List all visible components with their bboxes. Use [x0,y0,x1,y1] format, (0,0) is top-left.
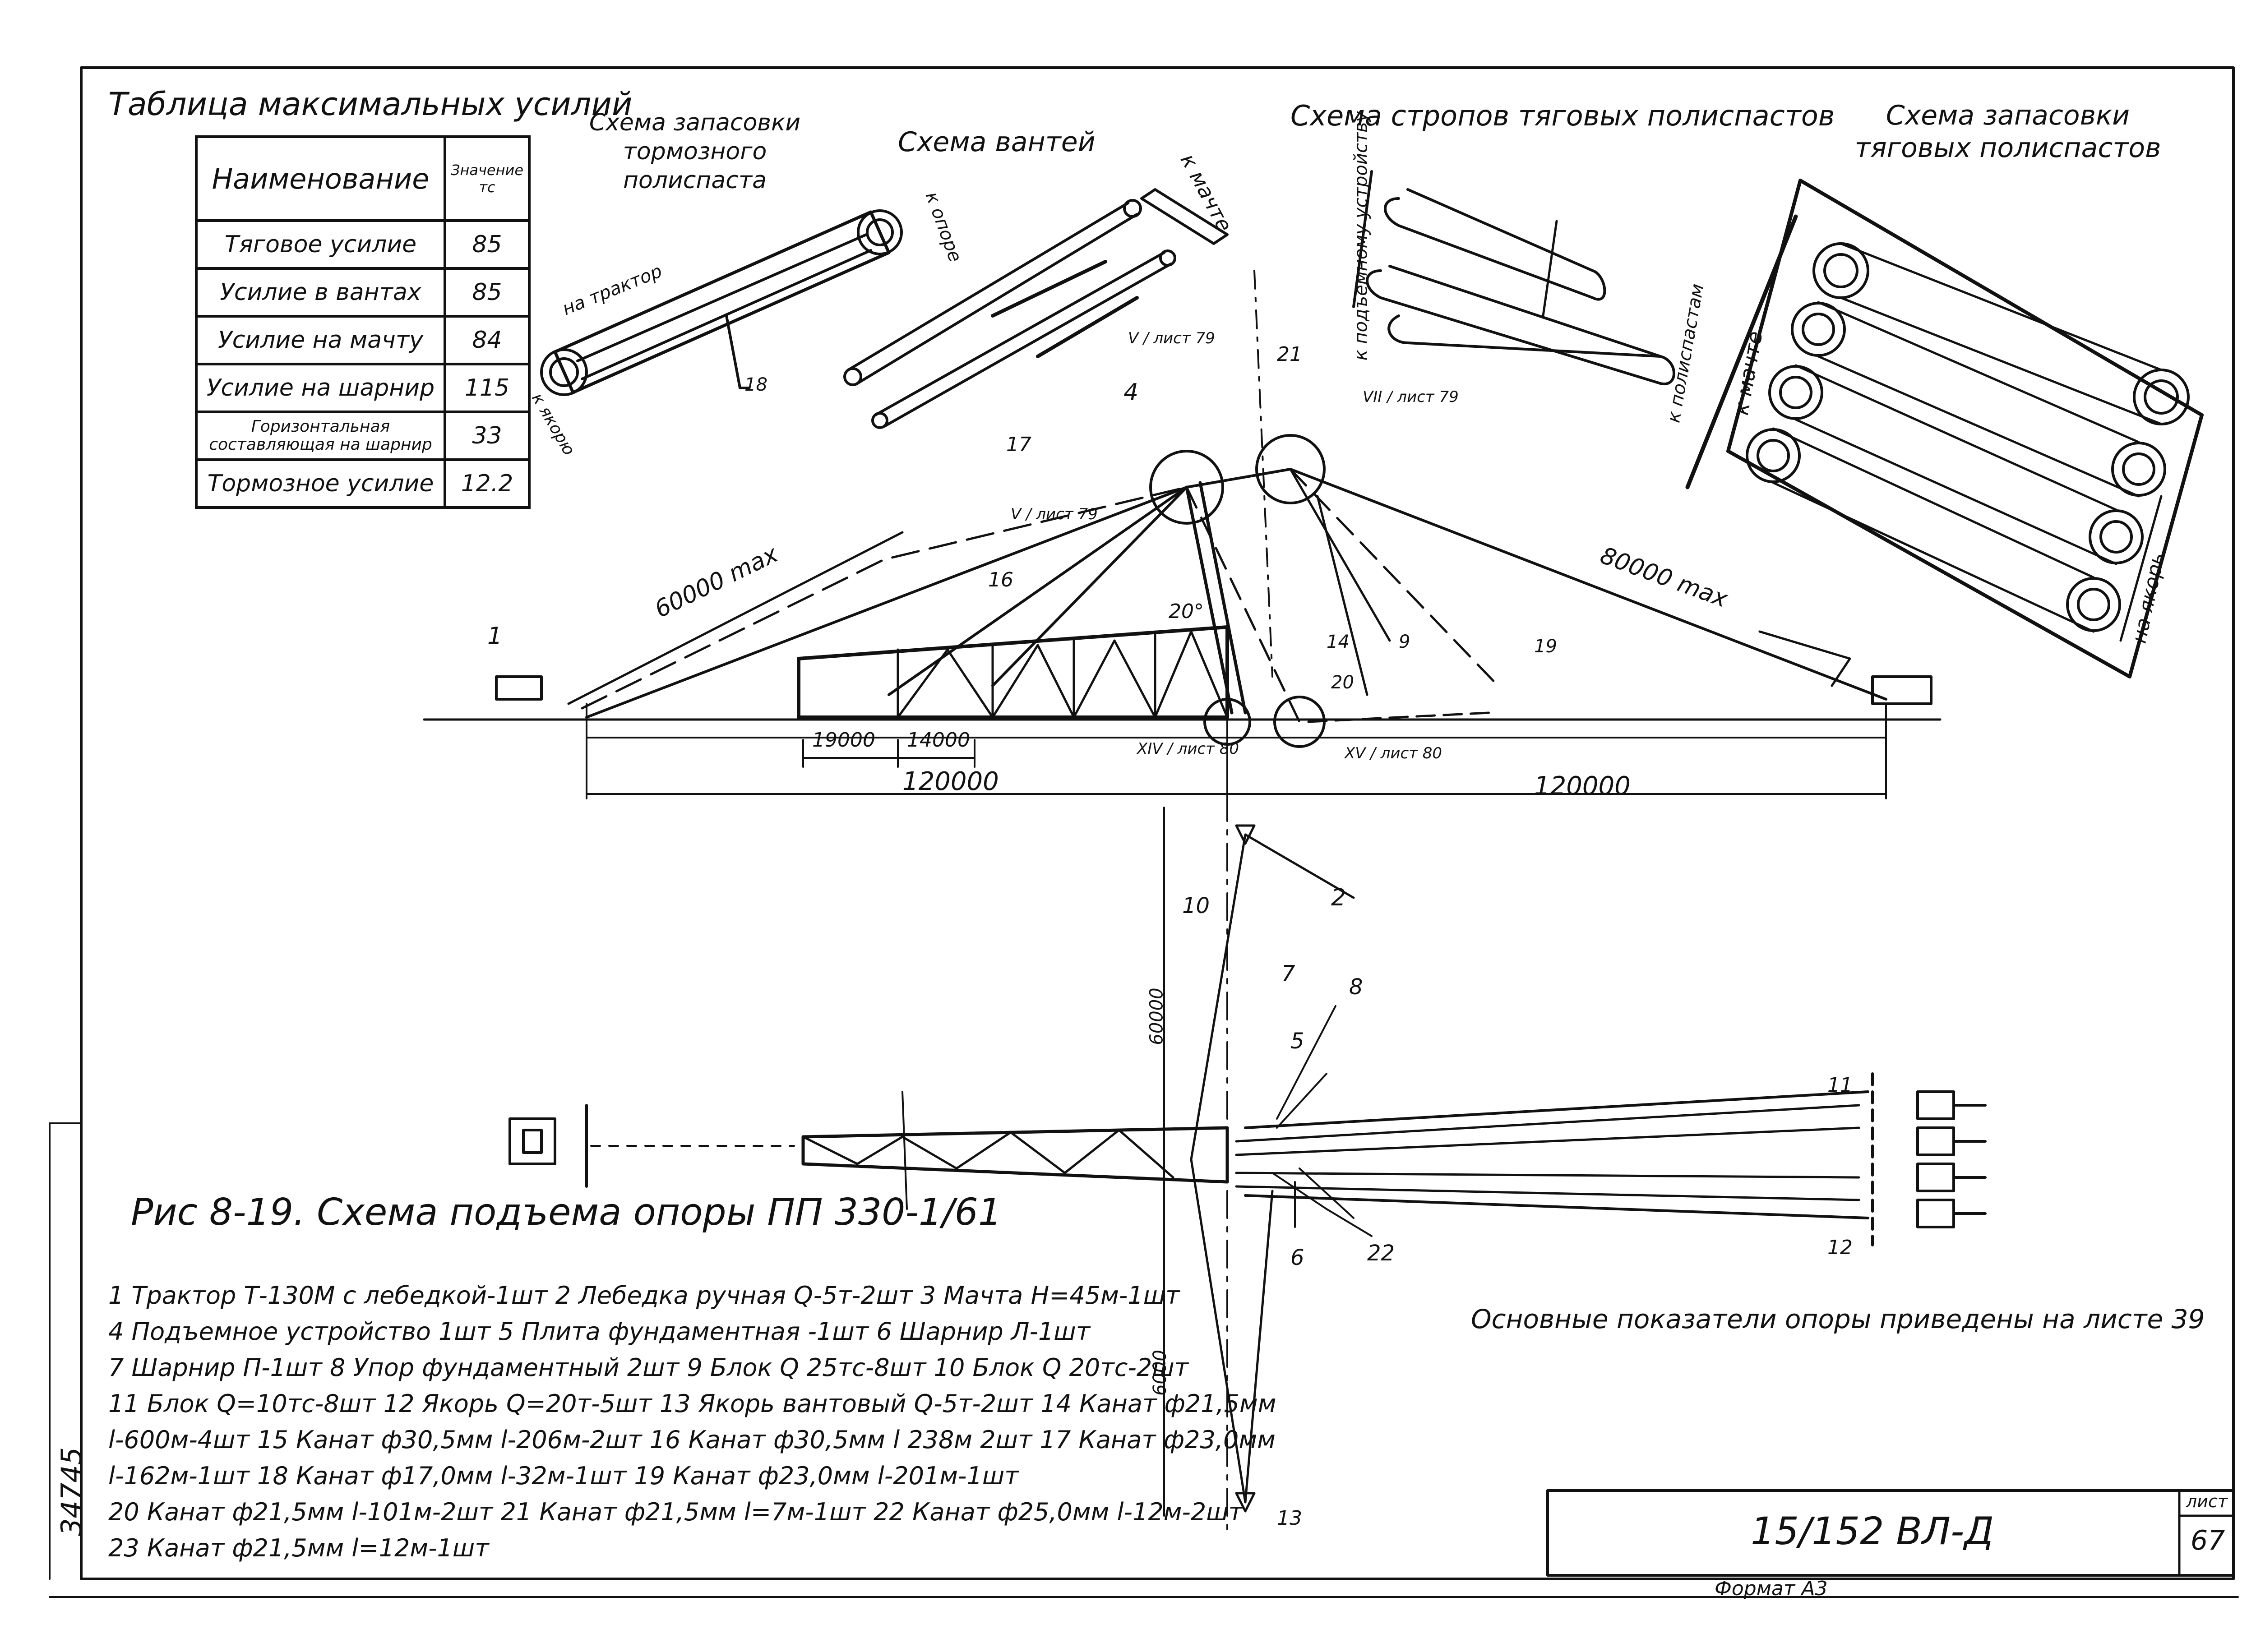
row-name: Тяговое усилие [195,219,446,270]
angle-20: 20° [1169,600,1204,623]
side-archive-number: 34745 [55,1447,88,1537]
brake-polyspast-scheme [540,209,903,396]
item-number-19: 19 [1534,636,1557,657]
side-stamp-box [49,1122,82,1580]
table-row: Горизонтальная составляющая на шарнир 33 [195,411,531,461]
item-number-4: 4 [1123,379,1139,406]
row-name: Тормозное усилие [195,458,446,509]
notes-line-4: 11 Блок Q=10тс-8шт 12 Якорь Q=20т-5шт 13… [108,1389,1276,1418]
scheme-title-guys: Схема вантей [898,126,1096,158]
figure-caption: Рис 8-19. Схема подъема опоры ПП 330-1/6… [131,1191,1002,1234]
scheme-title-reeving: Схема запасовки тяговых полиспастов [1854,100,2161,164]
table-row: Усилие на шарнир 115 [195,363,531,413]
row-name: Усилие на шарнир [195,363,446,413]
notes-line-2: 4 Подъемное устройство 1шт 5 Плита фунда… [108,1317,1091,1346]
item-number-11: 11 [1827,1074,1853,1097]
notes-line-6: l-162м-1шт 18 Канат ф17,0мм l-32м-1шт 19… [108,1462,1019,1490]
item-number-7: 7 [1281,961,1295,986]
item-number-18: 18 [744,374,767,395]
callout-sheet-vii: VII / лист 79 [1363,388,1459,406]
notes-line-3: 7 Шарнир П-1шт 8 Упор фундаментный 2шт 9… [108,1353,1189,1382]
item-number-6: 6 [1290,1245,1304,1270]
row-value: 85 [443,267,531,318]
dim-14000: 14000 [907,729,970,752]
callout-sheet-xiv: XIV / лист 80 [1137,740,1239,758]
label-to-lifting-device: к подъемному устройству [1350,111,1372,361]
row-value: 12.2 [443,458,531,509]
item-number-20: 20 [1331,672,1354,693]
notes-line-8: 23 Канат ф21,5мм l=12м-1шт [108,1534,489,1562]
dim-120000-left: 120000 [902,767,999,796]
slings-scheme [1352,170,1675,386]
row-value: 115 [443,363,531,413]
notes-line-5: l-600м-4шт 15 Канат ф30,5мм l-206м-2шт 1… [108,1426,1276,1454]
table-row: Тяговое усилие 85 [195,219,531,270]
col-value-header: Значение тс [443,135,531,222]
item-number-2: 2 [1331,884,1346,911]
col-name-header: Наименование [195,135,446,222]
callout-sheet-v-2: V / лист 79 [1128,329,1215,347]
row-value: 33 [443,411,531,461]
callout-sheet-v: V / лист 79 [1011,505,1098,523]
stamp-code: 15/152 ВЛ-Д [1751,1509,1994,1553]
notes-line-1: 1 Трактор Т-130М с лебедкой-1шт 2 Лебедк… [108,1281,1180,1310]
table-row: Усилие в вантах 85 [195,267,531,318]
item-number-21: 21 [1277,343,1302,366]
row-name: Горизонтальная составляющая на шарнир [195,411,446,461]
table-row: Тормозное усилие 12.2 [195,458,531,509]
item-number-12: 12 [1827,1236,1853,1259]
scheme-title-brake: Схема запасовки тормозного полиспаста [589,109,801,194]
dim-60000-plan: 60000 [1146,988,1167,1045]
item-number-22: 22 [1367,1241,1395,1266]
item-number-14: 14 [1327,632,1350,652]
basic-data-note: Основные показатели опоры приведены на л… [1471,1304,2205,1334]
stamp-sheet-label: лист [2186,1491,2228,1511]
dim-19000: 19000 [812,729,875,752]
row-value: 85 [443,219,531,270]
table-header-row: Наименование Значение тс [195,135,531,222]
row-name: Усилие на мачту [195,315,446,365]
item-number-17: 17 [1006,433,1031,456]
guy-scheme [843,188,1229,429]
frame-border [80,66,2235,1580]
table-row: Усилие на мачту 84 [195,315,531,365]
stamp-sheet-number: 67 [2191,1525,2225,1556]
dim-120000-right: 120000 [1534,771,1631,801]
table-title: Таблица максимальных усилий [108,86,633,123]
item-number-8: 8 [1349,974,1363,1000]
item-number-5: 5 [1290,1029,1304,1054]
callout-sheet-xv: XV / лист 80 [1345,744,1442,762]
scheme-title-slings: Схема стропов тяговых полиспастов [1290,99,1835,132]
notes-line-7: 20 Канат ф21,5мм l-101м-2шт 21 Канат ф21… [108,1498,1243,1526]
reeving-scheme [1685,179,2204,678]
sheet-format: Формат А3 [1715,1577,1828,1600]
item-number-1: 1 [487,623,503,650]
elevation-view [423,270,1942,808]
item-number-9: 9 [1399,632,1410,652]
title-block [1546,1489,2235,1577]
item-number-16: 16 [988,568,1013,591]
item-number-10: 10 [1182,893,1210,918]
plan-view [509,793,1987,1535]
item-number-13: 13 [1277,1507,1302,1530]
max-forces-table: Наименование Значение тс Тяговое усилие … [195,135,531,509]
row-name: Усилие в вантах [195,267,446,318]
row-value: 84 [443,315,531,365]
